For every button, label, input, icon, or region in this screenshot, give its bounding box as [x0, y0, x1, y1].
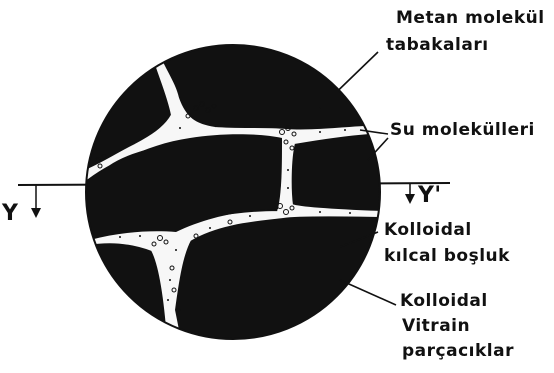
label-water-molecules: Su molekülleri: [390, 120, 535, 141]
axis-arrow-right: [405, 194, 415, 204]
label-vitrain-line2: Vitrain: [402, 316, 470, 337]
label-methane-layers-line1: Metan molekül: [396, 8, 545, 29]
label-vitrain-line1: Kolloidal: [400, 291, 488, 312]
axis-arrow-left: [31, 208, 41, 218]
label-capillary-line2: kılcal boşluk: [384, 246, 510, 267]
label-vitrain-line3: parçacıklar: [402, 341, 514, 362]
label-axis-y-prime: Y': [418, 185, 442, 206]
label-methane-layers-line2: tabakaları: [386, 35, 489, 56]
leader-vitrain: [340, 280, 396, 305]
label-axis-y: Y: [2, 203, 18, 224]
label-capillary-line1: Kolloidal: [384, 220, 472, 241]
